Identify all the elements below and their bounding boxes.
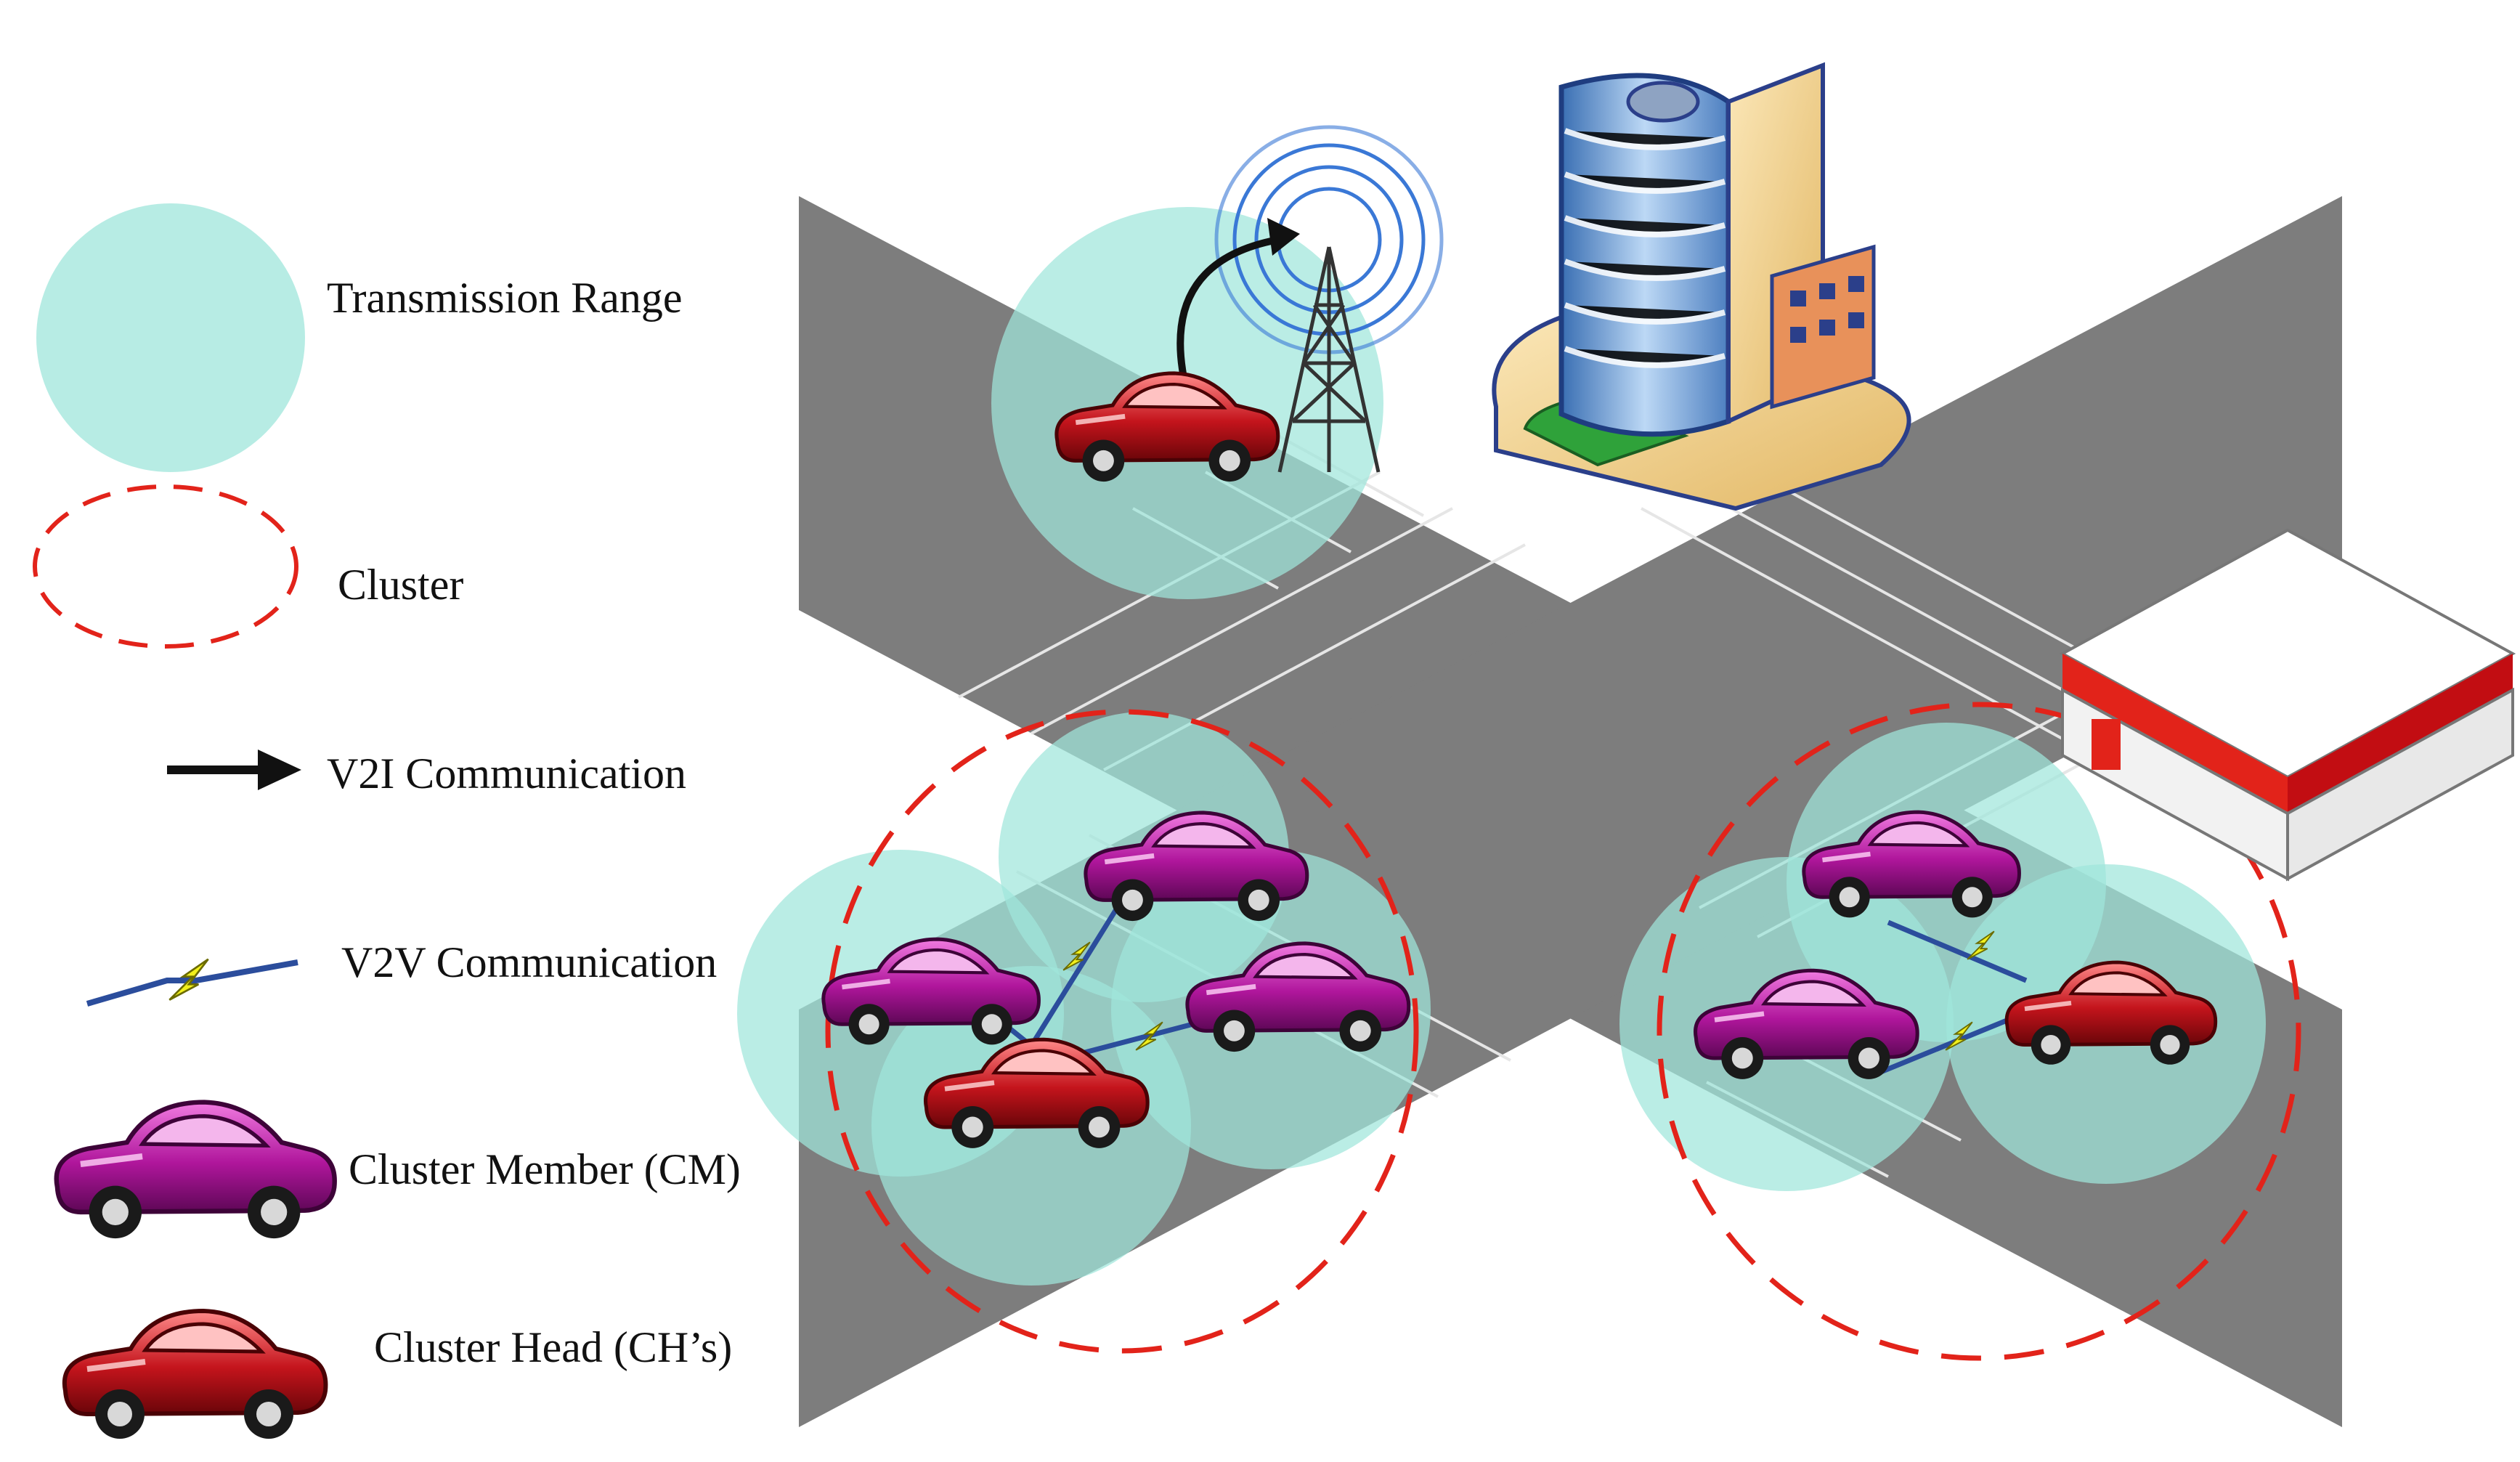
v2i-arrowhead <box>1267 218 1300 256</box>
office-building-icon <box>1492 62 1911 511</box>
v2i-arrow <box>1176 236 1279 378</box>
legend-label-cluster: Cluster <box>338 561 463 609</box>
clusters <box>825 702 2301 1361</box>
cluster-left <box>825 709 1419 1354</box>
legend-swatch-v2v-link <box>86 958 298 1007</box>
legend-label-transmission-range: Transmission Range <box>327 274 683 322</box>
legend-swatch-cluster-head <box>65 1311 326 1439</box>
legend-swatch-transmission-range <box>36 203 305 472</box>
cell-tower-icon <box>1214 125 1444 473</box>
cluster-right <box>1657 702 2301 1361</box>
legend-label-cluster-member: Cluster Member (CM) <box>349 1145 741 1193</box>
legend-label-v2i: V2I Communication <box>327 750 686 797</box>
legend-swatch-v2i-arrow <box>167 750 301 790</box>
legend-label-v2v: V2V Communication <box>341 938 717 986</box>
legend: Transmission Range Cluster V2I Communica… <box>33 203 741 1439</box>
legend-label-cluster-head: Cluster Head (CH’s) <box>374 1323 732 1371</box>
store-building-icon <box>2059 528 2516 882</box>
legend-swatch-cluster-member <box>57 1102 335 1238</box>
legend-swatch-cluster <box>33 484 298 649</box>
